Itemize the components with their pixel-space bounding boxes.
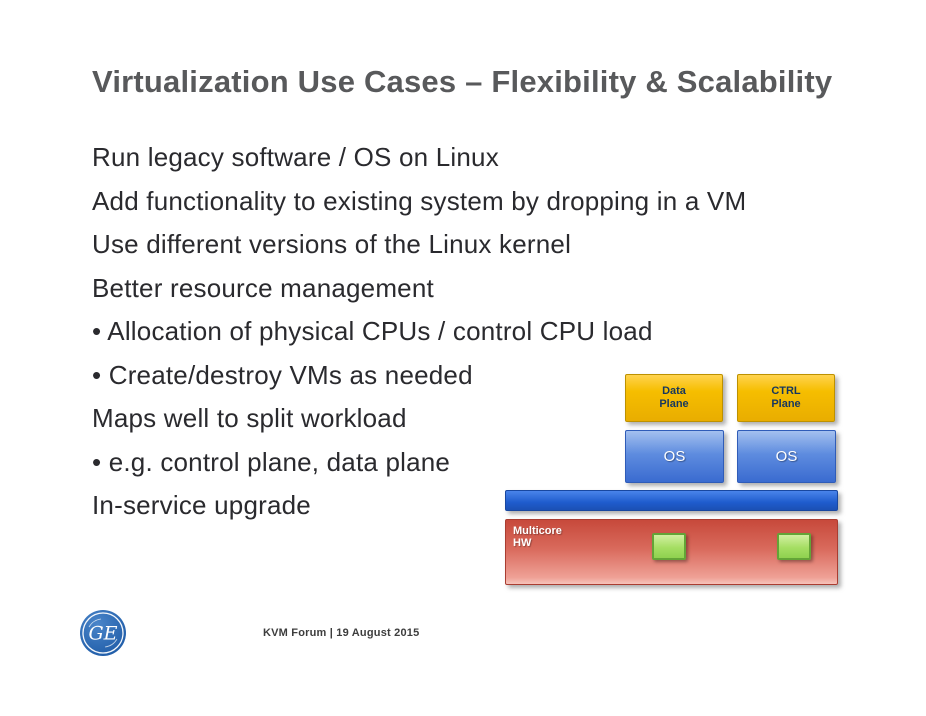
bullet-line: • Allocation of physical CPUs / control … — [92, 316, 653, 346]
ge-logo-circle — [80, 610, 126, 656]
bullet-line: Add functionality to existing system by … — [92, 185, 747, 216]
bullet-line: Better resource management — [92, 272, 434, 303]
bullet-line: Maps well to split workload — [92, 403, 407, 433]
bullet-line: In-service upgrade — [92, 490, 311, 520]
ge-logo-flourish — [104, 638, 118, 648]
ge-logo-ring — [82, 612, 124, 654]
footer-text: KVM Forum | 19 August 2015 — [263, 627, 420, 639]
bullet-line: Run legacy software / OS on Linux — [92, 142, 499, 172]
ge-logo-icon: GE — [80, 610, 126, 656]
multicore-hw-label: Multicore HW — [513, 525, 562, 549]
ge-monogram: GE — [88, 623, 117, 645]
bullet-line: Use different versions of the Linux kern… — [92, 229, 572, 259]
core-chip-icon — [777, 533, 811, 560]
bullet-list: Run legacy software / OS on Linux Add fu… — [92, 136, 852, 528]
multicore-hw-box: Multicore HW — [505, 519, 838, 585]
bullet-line: • e.g. control plane, data plane — [92, 446, 451, 477]
core-chip-icon — [652, 533, 686, 560]
ge-logo-flourish — [88, 618, 102, 628]
slide-title: Virtualization Use Cases – Flexibility &… — [92, 64, 833, 99]
bullet-line: • Create/destroy VMs as needed — [92, 359, 473, 390]
